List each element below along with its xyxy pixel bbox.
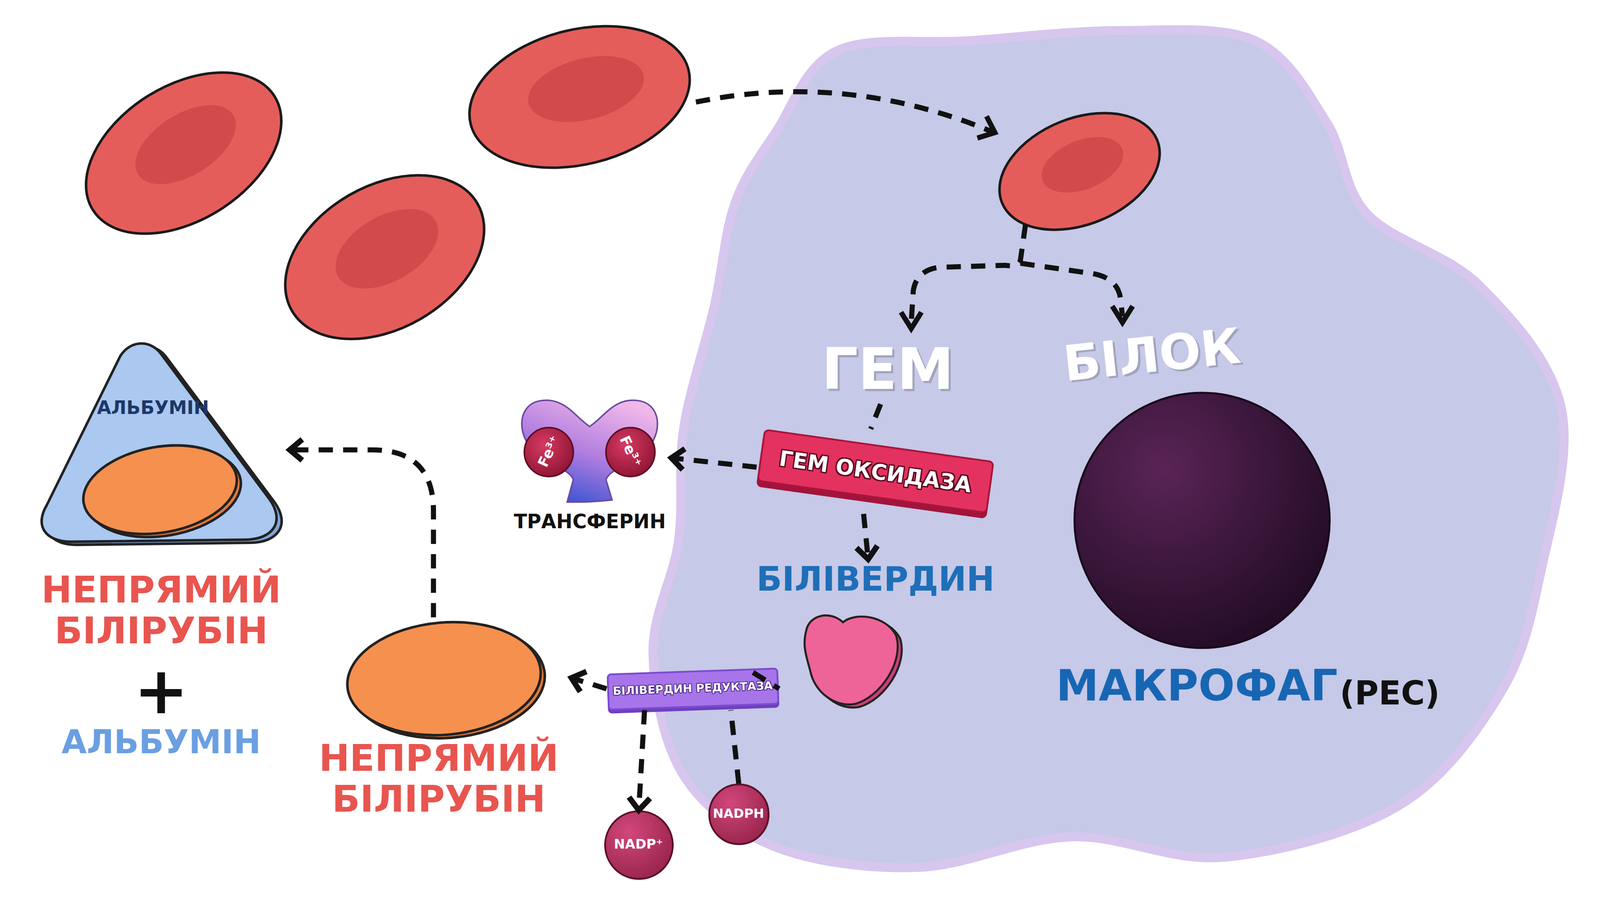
flow-connector (628, 710, 650, 811)
dashed-line (638, 710, 645, 811)
cofactor-label: NADP⁺ (605, 836, 672, 853)
flow-connector (289, 439, 434, 618)
biliverdin-node: БІЛІВЕРДИН (753, 558, 998, 711)
complex-label: НЕПРЯМИЙ БІЛІРУБІН (32, 569, 290, 652)
cell-abbreviation: (РЕС) (1339, 673, 1473, 713)
heme-node: ГЕМ (816, 336, 960, 404)
albumin-complex: АЛЬБУМІННЕПРЯМИЙ БІЛІРУБІН+АЛЬБУМІН (32, 339, 290, 764)
cofactor-label: NADPH (710, 805, 768, 822)
arrow-head (571, 671, 587, 692)
transferrin-label: ТРАНСФЕРИН (497, 510, 682, 534)
biliverdin-label: БІЛІВЕРДИН (753, 558, 998, 600)
enzyme-label: БІЛІВЕРДИН РЕДУКТАЗА (608, 678, 777, 698)
complex-label: АЛЬБУМІН (32, 722, 290, 762)
enzyme-box: БІЛІВЕРДИН РЕДУКТАЗА (606, 667, 780, 711)
plus-sign: + (32, 658, 290, 724)
red-blood-cell (57, 39, 311, 267)
flow-connector (571, 671, 607, 692)
macrophage-cell: МАКРОФАГ(РЕС)ГЕМБІЛОКГЕМ ОКСИДАЗАБІЛІВЕР… (642, 22, 1577, 880)
heme-label: ГЕМ (816, 336, 960, 403)
cofactor-circle: NADPH (708, 783, 770, 845)
arrow-head (628, 797, 650, 811)
transferrin-protein: Fe³⁺Fe³⁺ТРАНСФЕРИН (507, 395, 672, 534)
red-blood-cell (256, 141, 514, 373)
albumin-label: АЛЬБУМІН (71, 396, 236, 419)
bilirubin-label: НЕПРЯМИЙ БІЛІРУБІН (306, 737, 572, 820)
dashed-line (289, 449, 434, 618)
dashed-line (571, 678, 607, 690)
cell-name: МАКРОФАГ (1055, 660, 1363, 712)
bilirubin-node: НЕПРЯМИЙ БІЛІРУБІН (306, 617, 572, 834)
cofactor-circle: NADP⁺ (604, 810, 674, 880)
arrow-head (289, 439, 302, 461)
red-blood-cell (454, 4, 705, 190)
